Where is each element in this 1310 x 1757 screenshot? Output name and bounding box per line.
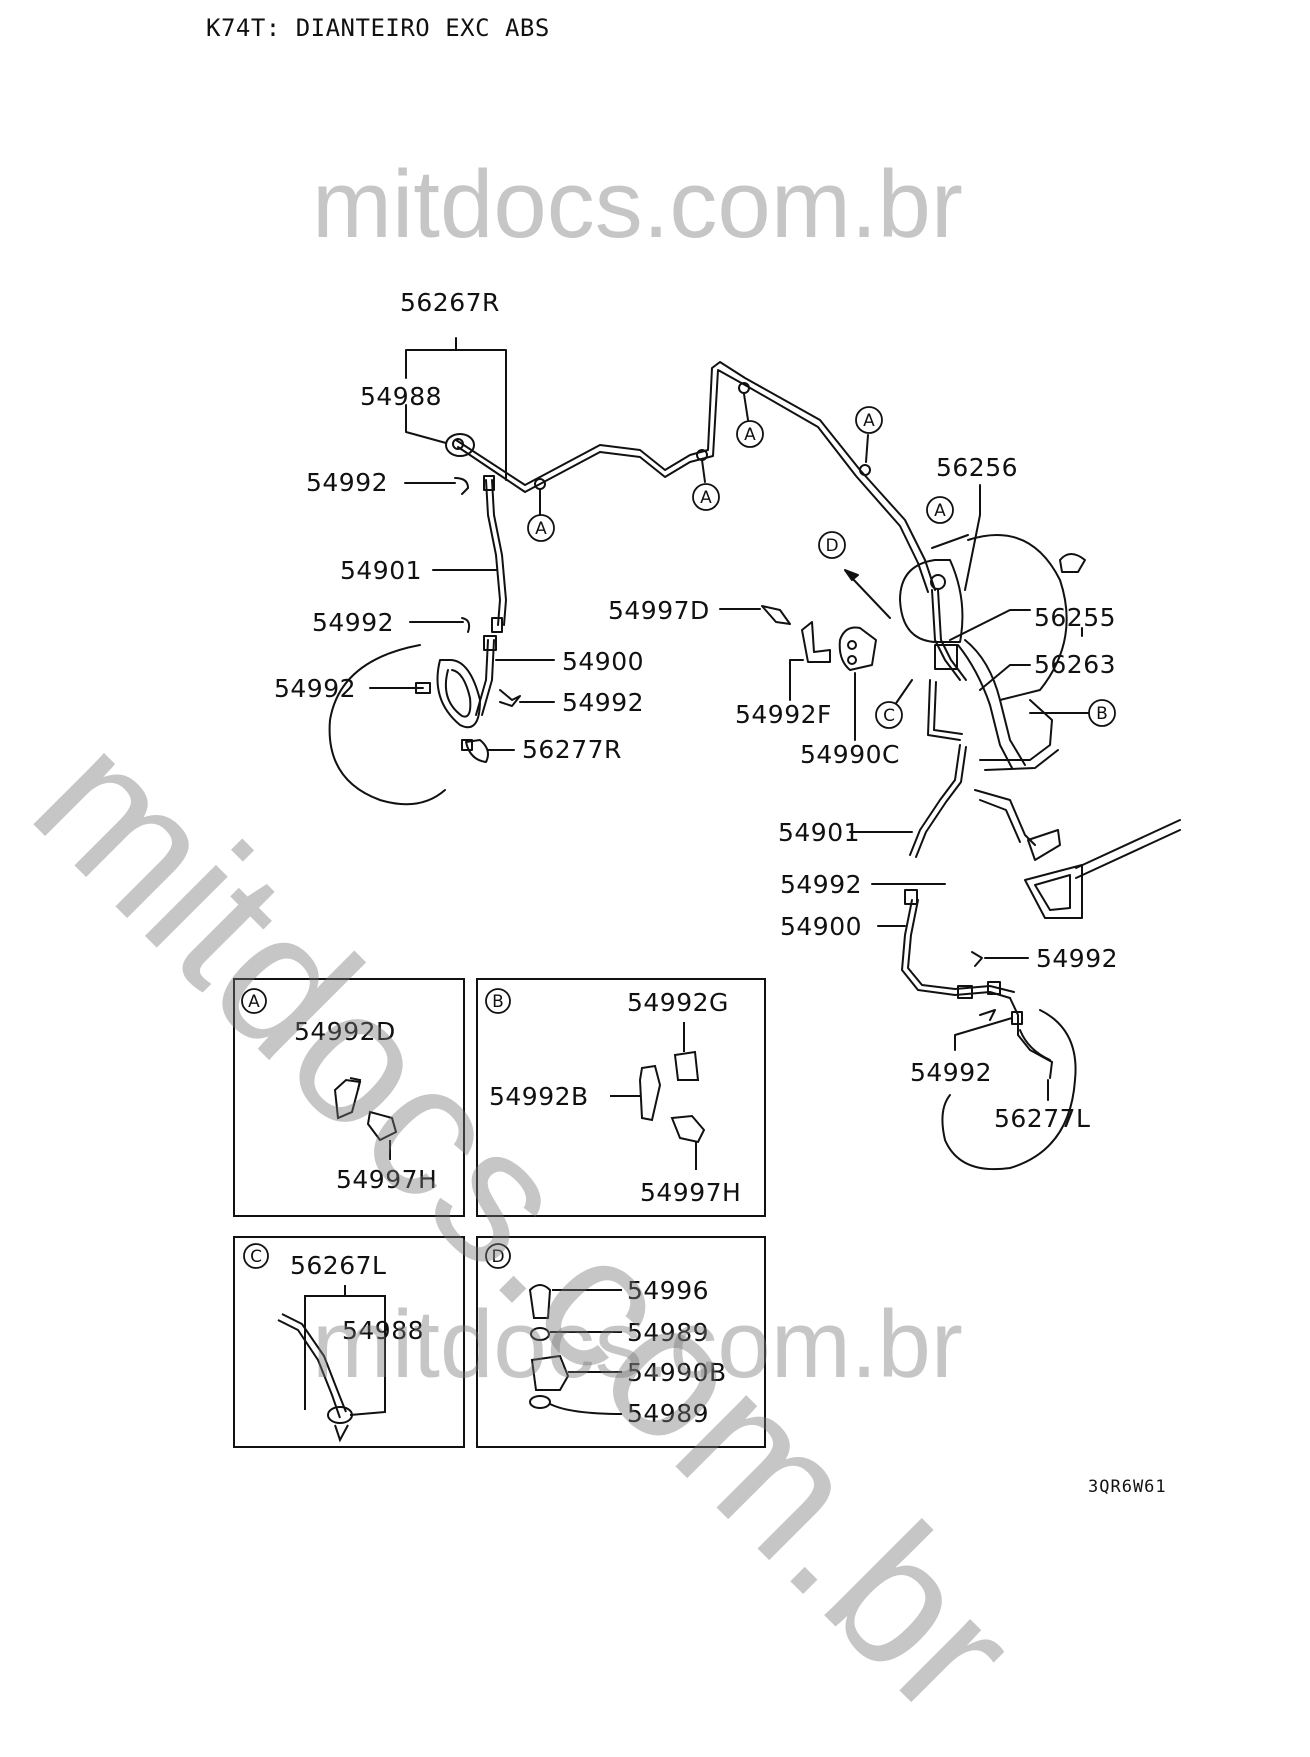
callout-54992F: 54992F <box>735 700 832 729</box>
flex-hose-right <box>901 899 1011 999</box>
marker-d: D <box>825 536 838 556</box>
line-drawing: A A A A A D C B A B C D <box>233 337 1181 1448</box>
pipe-clip <box>859 464 871 476</box>
marker-b: B <box>1096 704 1108 724</box>
callout-54990C: 54990C <box>800 740 900 769</box>
bracket-54992F <box>801 621 831 663</box>
callout-56267R: 56267R <box>400 288 500 317</box>
callout-54900: 54900 <box>562 647 645 676</box>
brake-booster <box>899 559 964 643</box>
callout-54992: 54992 <box>910 1058 993 1087</box>
detail-box-b <box>476 978 766 1217</box>
callout-54992: 54992 <box>312 608 395 637</box>
figure-code: 3QR6W61 <box>1088 1477 1167 1497</box>
callout-54901: 54901 <box>340 556 423 585</box>
callout-56277L: 56277L <box>994 1104 1091 1133</box>
marker-a: A <box>934 501 946 521</box>
box-b-54992G: 54992G <box>627 988 729 1017</box>
box-d-54996: 54996 <box>627 1276 710 1305</box>
box-b-54997H: 54997H <box>640 1178 742 1207</box>
detail-box-a <box>233 978 465 1217</box>
callout-54901: 54901 <box>778 818 861 847</box>
callout-54900: 54900 <box>780 912 863 941</box>
parts-diagram: K74T: DIANTEIRO EXC ABS <box>0 14 1181 1755</box>
callout-56255: 56255 <box>1034 603 1117 632</box>
block-54990C <box>838 626 877 671</box>
marker-a: A <box>863 411 875 431</box>
marker-c: C <box>883 706 895 726</box>
box-d-54989: 54989 <box>627 1318 710 1347</box>
detail-box-c <box>233 1236 465 1448</box>
box-c-56267L: 56267L <box>290 1251 387 1280</box>
callout-56263: 56263 <box>1034 650 1117 679</box>
box-d-54989: 54989 <box>627 1399 710 1428</box>
brake-pipe-main <box>455 361 936 591</box>
box-b-54992B: 54992B <box>489 1082 589 1111</box>
brake-pipe-main-inner <box>457 369 929 593</box>
callout-54997D: 54997D <box>608 596 710 625</box>
box-a-54997H: 54997H <box>336 1165 438 1194</box>
marker-a: A <box>744 425 756 445</box>
box-c-marker: C <box>250 1247 262 1267</box>
callout-54992: 54992 <box>562 688 645 717</box>
callout-56256: 56256 <box>936 453 1019 482</box>
box-c-54988: 54988 <box>342 1316 425 1345</box>
mount-bracket-right <box>1024 864 1083 919</box>
callout-54992: 54992 <box>780 870 863 899</box>
callout-54988: 54988 <box>360 382 443 411</box>
view-marker-icons <box>241 406 1116 1269</box>
box-b-marker: B <box>492 992 504 1012</box>
marker-a: A <box>700 488 712 508</box>
callout-56277R: 56277R <box>522 735 622 764</box>
caliper-loop-left <box>436 659 481 729</box>
detail-box-d <box>476 1236 766 1448</box>
box-a-marker: A <box>248 992 260 1012</box>
bracket-54988 <box>445 433 475 457</box>
callout-54992: 54992 <box>306 468 389 497</box>
callout-54992: 54992 <box>274 674 357 703</box>
box-d-54990B: 54990B <box>627 1358 727 1387</box>
wheel-arc-left <box>328 644 446 806</box>
box-d-marker: D <box>491 1247 504 1267</box>
box-a-54992D: 54992D <box>294 1017 396 1046</box>
diagram-title: K74T: DIANTEIRO EXC ABS <box>206 14 550 42</box>
wheel-arc-right <box>941 1009 1077 1171</box>
marker-a: A <box>535 519 547 539</box>
flex-hose-left <box>485 479 501 626</box>
callout-54992: 54992 <box>1036 944 1119 973</box>
